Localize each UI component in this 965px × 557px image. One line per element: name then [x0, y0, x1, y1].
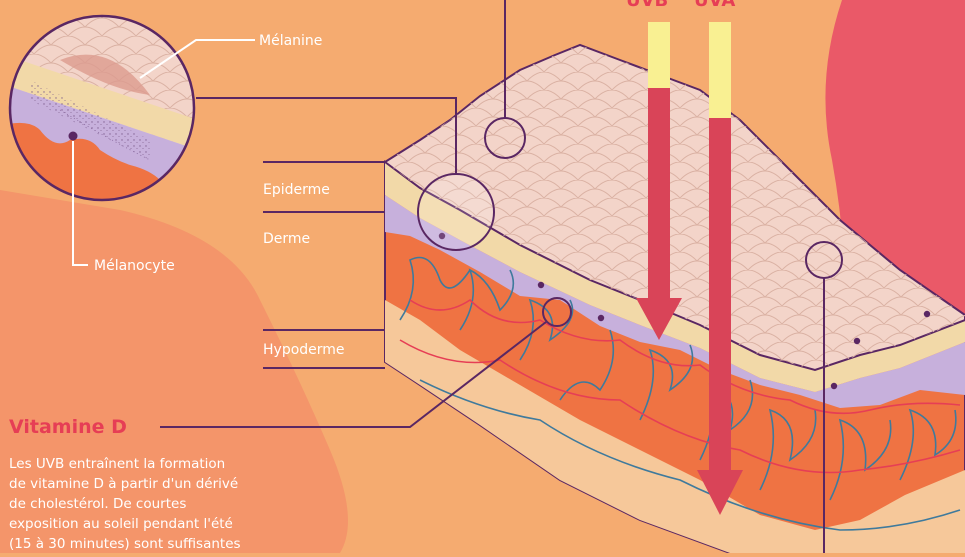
hypodermis-label: Hypoderme — [263, 342, 345, 358]
zoom-circle — [8, 14, 198, 210]
uvb-label: UVB — [626, 0, 668, 11]
vitamin-d-line-4: exposition au soleil pendant l'été — [9, 516, 233, 532]
melanine-label: Mélanine — [259, 33, 322, 49]
vitamin-d-line-1: Les UVB entraînent la formation — [9, 456, 225, 472]
epidermis-callout-circle — [418, 174, 494, 250]
vitamin-d-title: Vitamine D — [9, 416, 127, 438]
vitamin-d-line-2: de vitamine D à partir d'un dérivé — [9, 476, 238, 492]
epidermis-label: Epiderme — [263, 182, 330, 198]
uva-label: UVA — [694, 0, 735, 11]
melanocyte-label: Mélanocyte — [94, 258, 175, 274]
vitamin-d-line-5: (15 à 30 minutes) sont suffisantes — [9, 536, 241, 552]
dermis-label: Derme — [263, 231, 310, 247]
vitamin-d-line-3: de cholestérol. De courtes — [9, 496, 186, 512]
